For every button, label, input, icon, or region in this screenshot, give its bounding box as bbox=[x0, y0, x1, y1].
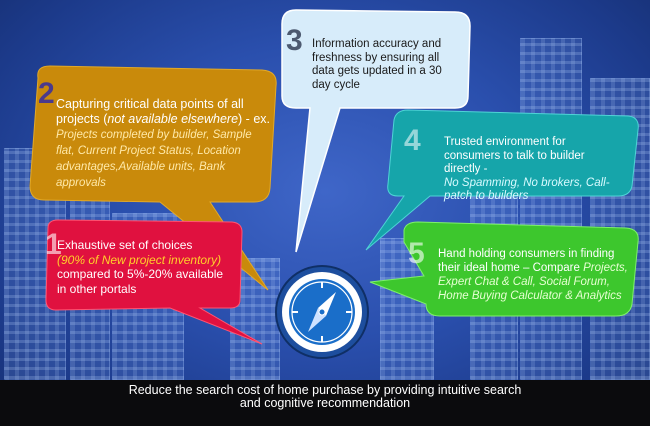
callout-3: 3 Information accuracy and freshness by … bbox=[286, 26, 452, 92]
building bbox=[380, 238, 434, 380]
callout-4-bubble bbox=[365, 109, 639, 251]
callout-number: 1 bbox=[45, 228, 62, 261]
callout-number: 3 bbox=[286, 24, 303, 57]
callout-number: 2 bbox=[38, 77, 55, 110]
building bbox=[520, 38, 582, 380]
callout-lead-end: ) - ex. bbox=[238, 112, 270, 126]
callout-lead: Exhaustive set of choices bbox=[57, 238, 193, 252]
callout-lead-italic: not available elsewhere bbox=[107, 112, 239, 126]
callout-number: 5 bbox=[408, 237, 425, 270]
callout-lead: Information accuracy and freshness by en… bbox=[312, 38, 442, 91]
banner-line-1: Reduce the search cost of home purchase … bbox=[128, 383, 522, 397]
callout-lead: Capturing critical data points of all pr… bbox=[56, 97, 244, 126]
callout-highlight: Projects completed by builder, Sample fl… bbox=[56, 129, 252, 189]
callout-4: 4 Trusted environment for consumers to t… bbox=[404, 126, 624, 204]
callout-tail: compared to 5%-20% available in other po… bbox=[57, 267, 224, 296]
callout-number: 4 bbox=[404, 124, 421, 157]
callout-2: 2 Capturing critical data points of all … bbox=[38, 79, 271, 191]
callout-5-bubble bbox=[369, 221, 639, 317]
banner-line-2: and cognitive recommendation bbox=[239, 396, 411, 410]
summary-banner: Reduce the search cost of home purchase … bbox=[0, 380, 650, 426]
callout-1-bubble bbox=[45, 219, 263, 345]
callout-lead: Hand holding consumers in finding their … bbox=[438, 248, 615, 274]
callout-5: 5 Hand holding consumers in finding thei… bbox=[408, 239, 633, 303]
callout-lead: Trusted environment for consumers to tal… bbox=[444, 136, 585, 175]
callout-1: 1 Exhaustive set of choices (90% of New … bbox=[45, 230, 227, 296]
callout-3-bubble bbox=[281, 9, 471, 253]
callout-highlight: (90% of New project inventory) bbox=[57, 252, 222, 267]
callout-highlight: Projects, Expert Chat & Call, Social For… bbox=[438, 262, 628, 302]
compass-icon bbox=[275, 265, 369, 359]
callout-highlight: No Spamming, No brokers, Call-patch to b… bbox=[444, 176, 610, 203]
